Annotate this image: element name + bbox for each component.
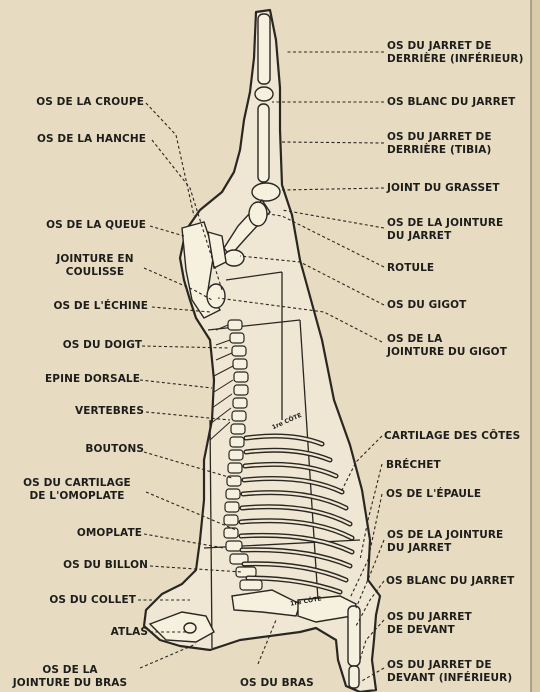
label-os-du-jarret-de-derriere-inferieur: OS DU JARRET DE DERRIÈRE (INFÉRIEUR) [387,40,523,66]
label-cartilage-des-cotes: CARTILAGE DES CÔTES [384,430,520,443]
label-vertebres: VERTEBRES [75,405,144,418]
label-os-du-jarret-de-derriere-tibia: OS DU JARRET DE DERRIÈRE (TIBIA) [387,131,492,157]
label-brechet: BRÉCHET [386,459,441,472]
label-os-de-la-jointure-du-bras: OS DE LA JOINTURE DU BRAS [4,664,136,690]
label-os-du-gigot: OS DU GIGOT [387,299,466,312]
label-os-du-collet: OS DU COLLET [49,594,136,607]
label-os-de-la-hanche: OS DE LA HANCHE [37,133,146,146]
label-os-de-la-queue: OS DE LA QUEUE [46,219,146,232]
label-os-du-cartilage-de-l-omoplate: OS DU CARTILAGE DE L'OMOPLATE [10,477,144,503]
label-os-du-billon: OS DU BILLON [63,559,148,572]
label-epine-dorsale: EPINE DORSALE [45,373,140,386]
label-omoplate: OMOPLATE [77,527,142,540]
label-os-blanc-du-jarret-fore: OS BLANC DU JARRET [386,575,514,588]
label-jointure-en-coulisse: JOINTURE EN COULISSE [45,253,145,279]
label-atlas: ATLAS [111,626,148,639]
label-os-de-l-epaule: OS DE L'ÉPAULE [386,488,481,501]
label-joint-du-grasset: JOINT DU GRASSET [387,182,500,195]
label-os-blanc-du-jarret-hind: OS BLANC DU JARRET [387,96,515,109]
label-os-de-la-jointure-du-jarret-hind: OS DE LA JOINTURE DU JARRET [387,217,503,243]
label-os-du-doigt: OS DU DOIGT [63,339,142,352]
label-os-du-jarret-de-devant: OS DU JARRET DE DEVANT [387,611,472,637]
label-os-de-l-echine: OS DE L'ÉCHINE [53,300,148,313]
label-rotule: ROTULE [387,262,434,275]
label-os-de-la-jointure-du-jarret-fore: OS DE LA JOINTURE DU JARRET [387,529,503,555]
label-boutons: BOUTONS [85,443,144,456]
label-os-de-la-jointure-du-gigot: OS DE LA JOINTURE DU GIGOT [387,333,507,359]
adjacent-page-strip [531,0,540,692]
label-os-du-bras: OS DU BRAS [240,677,314,690]
label-os-du-jarret-de-devant-inferieur: OS DU JARRET DE DEVANT (INFÉRIEUR) [387,659,512,685]
label-os-de-la-croupe: OS DE LA CROUPE [36,96,144,109]
